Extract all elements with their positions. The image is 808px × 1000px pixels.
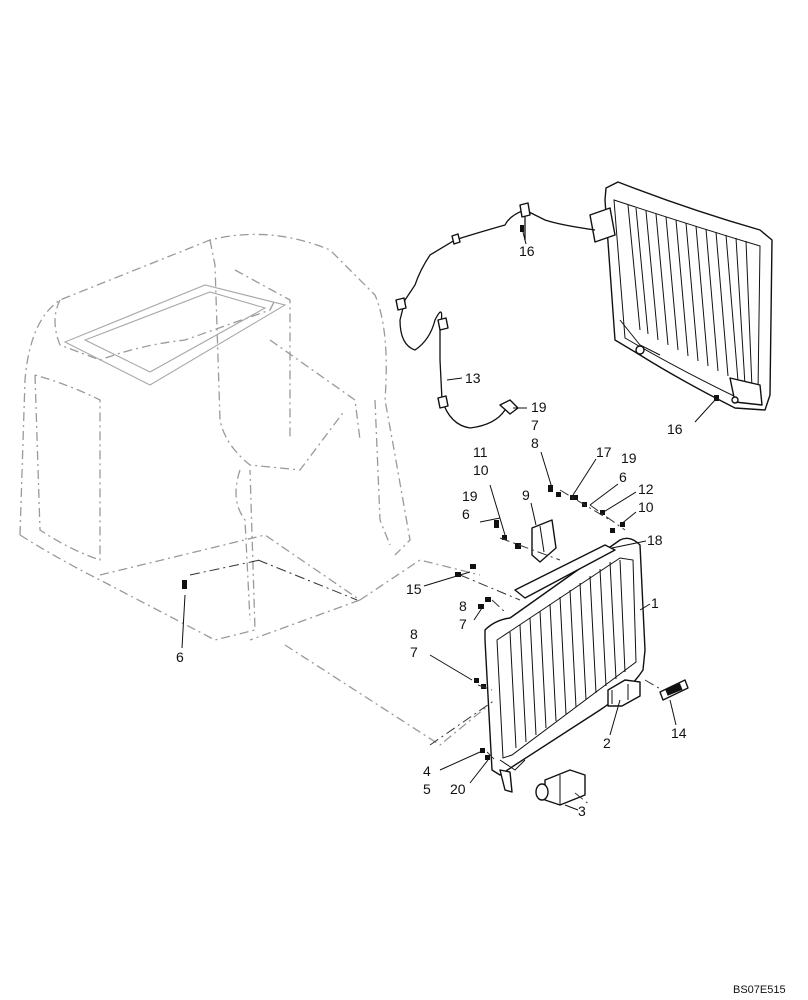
part-3-block bbox=[535, 769, 586, 806]
callout-7-mid: 7 bbox=[459, 616, 467, 632]
callout-12: 12 bbox=[638, 481, 654, 497]
hardware-fasteners bbox=[182, 225, 719, 760]
assembly-centerlines bbox=[189, 489, 663, 806]
rear-screen-ribs bbox=[627, 204, 753, 389]
callout-9: 9 bbox=[522, 487, 530, 503]
callout-10-left: 10 bbox=[473, 462, 489, 478]
callout-15: 15 bbox=[406, 581, 422, 597]
callout-labels: 16 13 19 7 16 8 11 10 17 19 6 12 10 9 19… bbox=[176, 243, 687, 819]
callout-7-low: 7 bbox=[410, 644, 418, 660]
callout-8-mid: 8 bbox=[459, 598, 467, 614]
callout-5: 5 bbox=[423, 781, 431, 797]
callout-2: 2 bbox=[603, 735, 611, 751]
part-14-decal bbox=[659, 679, 689, 701]
callout-16-right: 16 bbox=[667, 421, 683, 437]
callout-16-top: 16 bbox=[519, 243, 535, 259]
callout-17: 17 bbox=[596, 444, 612, 460]
bracket-9 bbox=[531, 519, 557, 563]
callout-7-top: 7 bbox=[531, 417, 539, 433]
callout-10-right: 10 bbox=[638, 499, 654, 515]
rear-screen-main bbox=[484, 537, 646, 793]
callout-3: 3 bbox=[578, 803, 586, 819]
main-screen-ribs bbox=[509, 559, 626, 749]
callout-1: 1 bbox=[651, 595, 659, 611]
callout-4: 4 bbox=[423, 763, 431, 779]
rear-screen-with-harness bbox=[395, 181, 773, 429]
callout-18: 18 bbox=[647, 532, 663, 548]
callout-14: 14 bbox=[671, 725, 687, 741]
callout-19-top: 19 bbox=[531, 399, 547, 415]
callout-11: 11 bbox=[473, 444, 488, 460]
callout-6-mid: 6 bbox=[462, 506, 470, 522]
callout-6-left: 6 bbox=[176, 649, 184, 665]
callout-8-top: 8 bbox=[531, 435, 539, 451]
cab-outline-phantom bbox=[19, 233, 496, 746]
callout-20: 20 bbox=[450, 781, 466, 797]
callout-13: 13 bbox=[465, 370, 481, 386]
figure-reference-code: BS07E515 bbox=[733, 984, 786, 996]
leader-lines bbox=[181, 231, 716, 811]
callout-6-right: 6 bbox=[619, 469, 627, 485]
callout-8-low: 8 bbox=[410, 626, 418, 642]
callout-19-left: 19 bbox=[462, 488, 478, 504]
callout-19-right: 19 bbox=[621, 450, 637, 466]
